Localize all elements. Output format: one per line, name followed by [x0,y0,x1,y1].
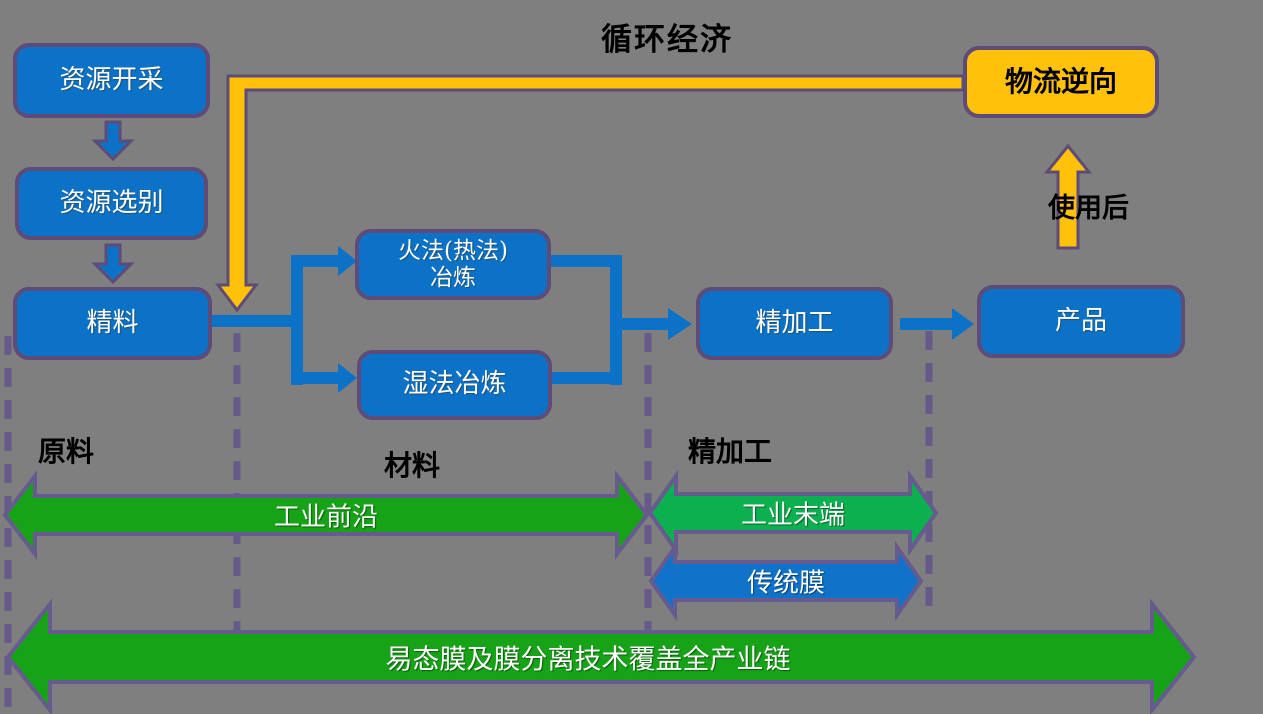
connector-finishing-product [900,318,954,330]
flow-node-reverse-logistics: 物流逆向 [963,46,1159,118]
reverse-logistics-elbow-arrow [214,74,965,313]
after-use-up-arrow [1043,143,1093,250]
flow-node-hydrometallurgy: 湿法冶炼 [357,350,552,420]
band-arrow-industry-frontier [2,470,650,560]
pyro-line-2: 冶炼 [430,264,476,291]
connector-branch-vertical [291,255,303,385]
band-label-traditional-membrane: 传统膜 [746,568,826,599]
diagram-title: 循环经济 [601,22,733,58]
label-after-use: 使用后 [1048,193,1129,224]
connector-hydro-out [552,372,622,384]
flow-node-pyrometallurgy: 火法(热法) 冶炼 [355,229,551,300]
flow-node-finishing: 精加工 [696,287,893,360]
label-stage-material: 材料 [384,449,441,482]
connector-pyro-out [550,255,622,267]
arrowhead-to-hydro [338,363,357,393]
connector-to-pyro [291,255,339,267]
flow-node-mining: 资源开采 [13,43,210,118]
flow-node-concentrate: 精料 [13,287,212,360]
flow-node-product: 产品 [977,285,1185,358]
label-stage-fine-processing: 精加工 [688,435,773,468]
connector-concentrate-out [212,315,302,327]
band-arrow-traditional-membrane [648,540,924,622]
arrowhead-to-product [952,308,974,340]
connector-to-hydro [291,372,339,384]
down-arrow-sorting-concentrate [91,243,135,285]
band-arrow-industry-end [647,469,939,557]
down-arrow-mining-sorting [91,120,135,162]
band-label-full-chain: 易态膜及膜分离技术覆盖全产业链 [385,644,791,676]
pyro-line-1: 火法(热法) [398,238,508,265]
arrowhead-to-pyro [338,246,357,276]
arrowhead-to-finishing [668,308,692,340]
flow-node-sorting: 资源选别 [15,167,208,240]
band-arrow-full-chain [5,598,1197,714]
connector-to-finishing [616,318,670,330]
band-label-industry-frontier: 工业前沿 [273,502,379,533]
band-label-industry-end: 工业末端 [740,500,846,531]
label-stage-raw-material: 原料 [38,435,95,468]
